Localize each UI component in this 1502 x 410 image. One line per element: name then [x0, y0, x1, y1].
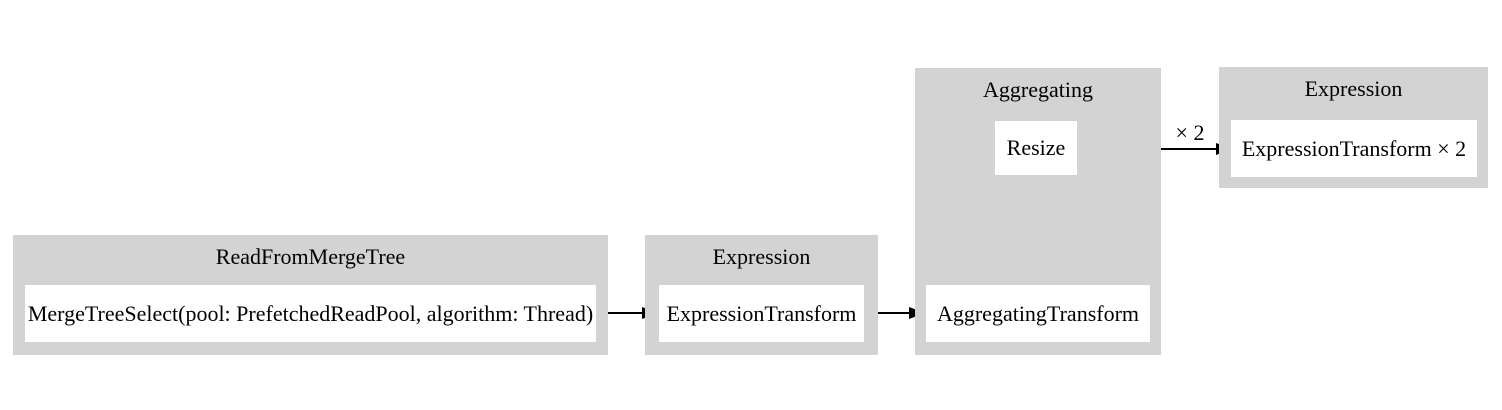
group-expression-1: Expression ExpressionTransform — [645, 235, 878, 355]
group-title: Aggregating — [983, 77, 1093, 102]
node-expressiontransform: ExpressionTransform — [659, 285, 864, 342]
group-title: Expression — [712, 244, 811, 269]
group-aggregating: Aggregating Resize AggregatingTransform — [915, 68, 1161, 355]
node-resize: Resize — [995, 121, 1077, 175]
group-title: Expression — [1304, 76, 1403, 101]
node-mergetreeselect: MergeTreeSelect(pool: PrefetchedReadPool… — [25, 285, 596, 342]
group-readfrommergetree: ReadFromMergeTree MergeTreeSelect(pool: … — [13, 235, 608, 355]
node-expressiontransform-x2: ExpressionTransform × 2 — [1231, 120, 1477, 177]
group-title: ReadFromMergeTree — [215, 244, 406, 269]
edge-multiplicity-label: × 2 — [1175, 120, 1205, 145]
node-aggregatingtransform: AggregatingTransform — [926, 285, 1150, 342]
group-expression-2: Expression ExpressionTransform × 2 — [1219, 67, 1488, 188]
